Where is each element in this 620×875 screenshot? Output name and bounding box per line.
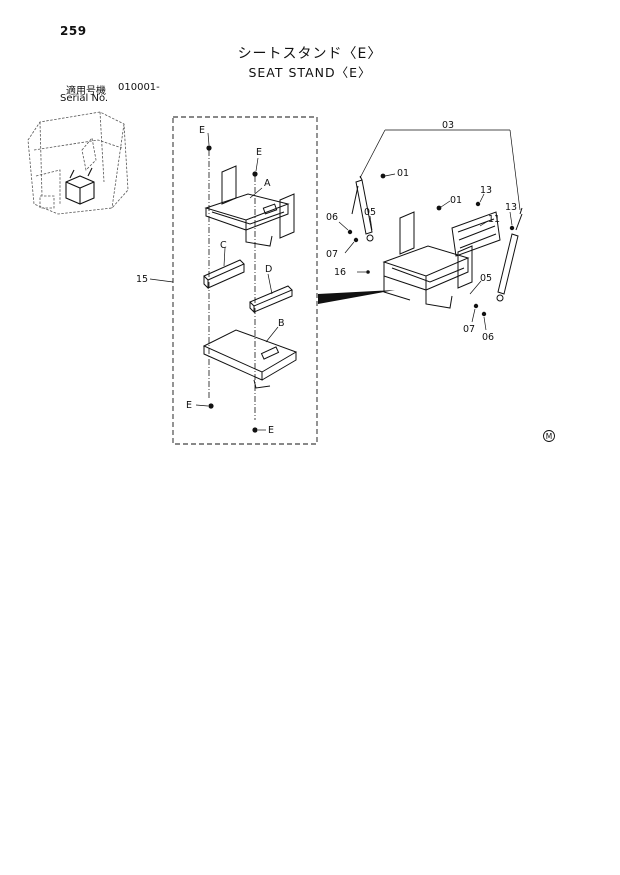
serial-range: 010001- — [118, 82, 160, 93]
callout-13-right: 13 — [505, 202, 517, 213]
bolt-e-icons — [206, 145, 258, 433]
kit-group-box — [172, 116, 318, 445]
callout-03: 03 — [442, 120, 454, 131]
page-title-japanese: シートスタンド〈E〉 — [237, 46, 383, 62]
callout-06-right: 06 — [482, 332, 494, 343]
assembled-seat-stand — [382, 211, 473, 309]
callout-11: 11 — [488, 214, 500, 225]
bolt-01-icon — [436, 205, 442, 211]
callout-e-top-right: E — [256, 147, 262, 158]
base-plate-b — [202, 329, 298, 389]
spacer-bar-c — [203, 259, 245, 290]
callout-16: 16 — [334, 267, 346, 278]
callout-01-right: 01 — [450, 195, 462, 206]
nut-07-icon — [353, 237, 359, 243]
bolt-e-icon — [252, 171, 258, 177]
callout-c: C — [220, 240, 227, 251]
callout-a: A — [264, 178, 271, 189]
page-number: 259 — [60, 24, 87, 38]
callout-07-right: 07 — [463, 324, 475, 335]
bolt-13-icon — [509, 225, 515, 231]
bolt-06-icon — [481, 311, 487, 317]
cab-seat-stand-highlight — [65, 167, 95, 205]
serial-label-japanese: 適用号機 — [66, 86, 106, 97]
callout-d: D — [265, 264, 272, 275]
callout-07-left: 07 — [326, 249, 338, 260]
hardware-icons — [347, 173, 515, 317]
callout-06-left: 06 — [326, 212, 338, 223]
cab-thumbnail-illustration — [27, 111, 129, 215]
spacer-bar-d — [249, 285, 293, 314]
page-title-english: SEAT STAND〈E〉 — [248, 65, 372, 80]
gas-strut-right — [496, 207, 523, 302]
screw-16-icon — [366, 270, 370, 274]
bolt-e-icon — [252, 427, 258, 433]
callout-15: 15 — [136, 274, 148, 285]
callout-e-bottom-left: E — [186, 400, 192, 411]
callout-05-left: 05 — [364, 207, 376, 218]
assembly-pointer-arrow — [318, 290, 395, 304]
callout-01-left: 01 — [397, 168, 409, 179]
marker-m-icon: M — [543, 430, 555, 442]
callout-e-bottom-right: E — [268, 425, 274, 436]
callout-b: B — [278, 318, 285, 329]
bolt-e-icon — [206, 145, 212, 151]
nut-07-icon — [473, 303, 479, 309]
bolt-06-icon — [347, 229, 353, 235]
serial-label-english: Serial No. — [60, 93, 109, 104]
marker-m-label: M — [546, 432, 552, 441]
callout-05-right: 05 — [480, 273, 492, 284]
callout-leader-lines — [149, 129, 521, 431]
callout-e-top-left: E — [199, 125, 205, 136]
seat-stand-frame-a — [204, 165, 295, 247]
bolt-e-leaders — [208, 150, 256, 420]
bolt-01-icon — [380, 173, 386, 179]
callout-13-left: 13 — [480, 185, 492, 196]
bolt-e-icon — [208, 403, 214, 409]
bolt-13-icon — [475, 201, 481, 207]
